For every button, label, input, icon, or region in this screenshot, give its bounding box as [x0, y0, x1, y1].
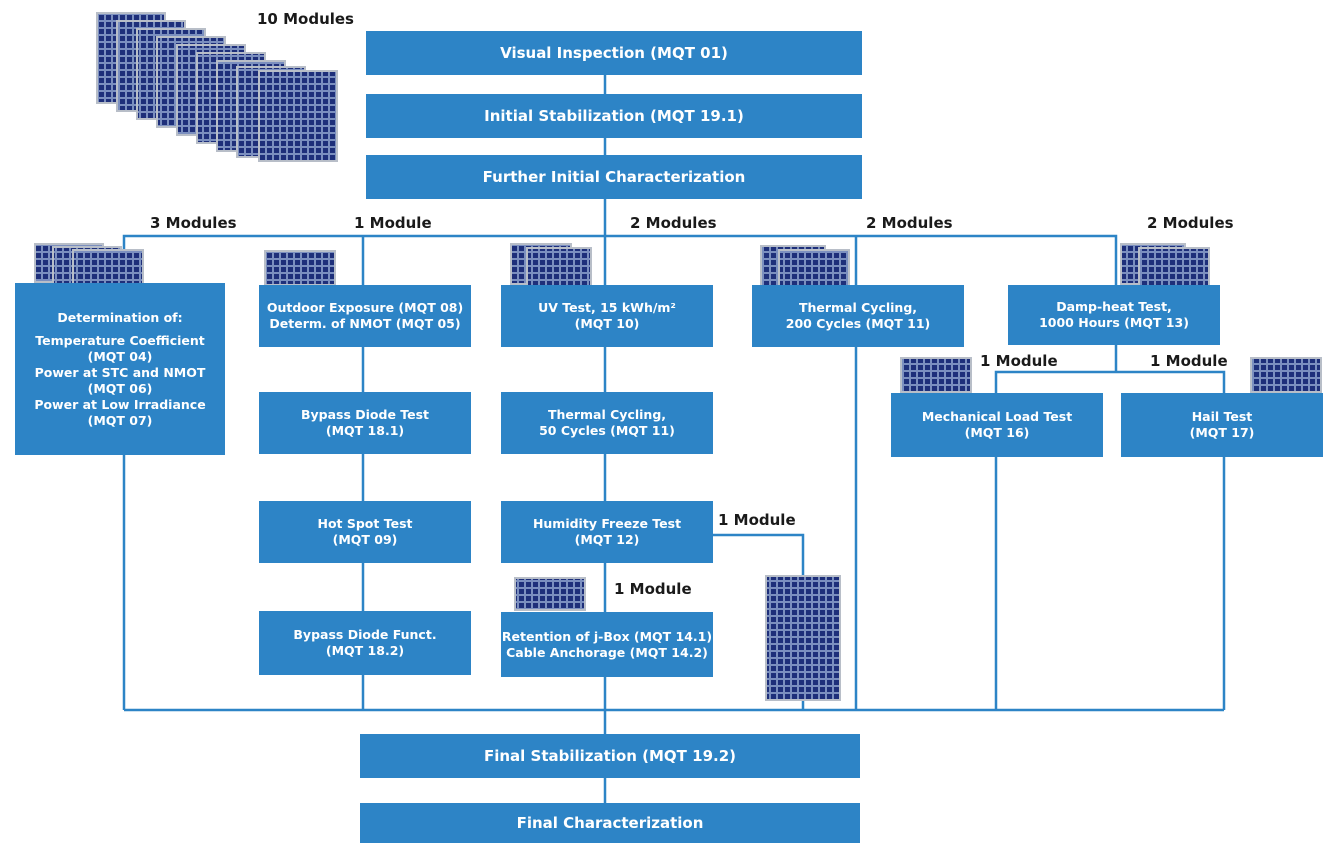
visual-inspection-box: Visual Inspection (MQT 01)	[366, 31, 862, 75]
b4-module-count: 2 Modules	[866, 214, 953, 232]
side-module-count: 1 Module	[718, 511, 796, 529]
further-initial-characterization-label: Further Initial Characterization	[482, 167, 746, 186]
mech-module-count: 1 Module	[980, 352, 1058, 370]
solar-panel-icon-b4	[760, 245, 850, 291]
final-stabilization-label: Final Stabilization (MQT 19.2)	[483, 746, 737, 765]
uv-test-line2: (MQT 10)	[574, 316, 640, 331]
determination-heading: Determination of:	[57, 309, 183, 325]
hot-spot-test-line2: (MQT 09)	[332, 532, 398, 547]
damp-heat-box: Damp-heat Test, 1000 Hours (MQT 13)	[1008, 285, 1220, 345]
hot-spot-test-box: Hot Spot Test (MQT 09)	[259, 501, 471, 563]
retention-module-count: 1 Module	[614, 580, 692, 598]
solar-panel-icon-side	[765, 575, 841, 701]
determination-item-3-code: (MQT 07)	[87, 412, 153, 428]
final-characterization-box: Final Characterization	[360, 803, 860, 843]
b2-module-count: 1 Module	[354, 214, 432, 232]
bypass-diode-test-line1: Bypass Diode Test	[300, 407, 430, 422]
final-characterization-label: Final Characterization	[516, 813, 704, 832]
uv-test-line1: UV Test, 15 kWh/m²	[538, 300, 676, 315]
bypass-diode-funct-line1: Bypass Diode Funct.	[293, 627, 437, 642]
solar-panel-icon-retention	[514, 577, 586, 611]
outdoor-exposure-line1: Outdoor Exposure (MQT 08)	[266, 300, 464, 315]
thermal-cycling-200-box: Thermal Cycling, 200 Cycles (MQT 11)	[752, 285, 964, 347]
determination-item-1: Temperature Coefficient	[35, 332, 205, 348]
b1-module-count: 3 Modules	[150, 214, 237, 232]
solar-panel-icon-b5	[1120, 243, 1210, 289]
retention-jbox-line2: Cable Anchorage (MQT 14.2)	[506, 644, 708, 660]
thermal-cycling-50-line2: 50 Cycles (MQT 11)	[539, 423, 675, 438]
mechanical-load-box: Mechanical Load Test (MQT 16)	[891, 393, 1103, 457]
mechanical-load-line2: (MQT 16)	[964, 425, 1030, 440]
bypass-diode-funct-box: Bypass Diode Funct. (MQT 18.2)	[259, 611, 471, 675]
humidity-freeze-line1: Humidity Freeze Test	[532, 516, 682, 531]
solar-panel-icon-b3	[510, 243, 592, 289]
hail-module-count: 1 Module	[1150, 352, 1228, 370]
start-module-count: 10 Modules	[257, 10, 354, 28]
bypass-diode-test-box: Bypass Diode Test (MQT 18.1)	[259, 392, 471, 454]
retention-jbox-line1: Retention of j-Box (MQT 14.1)	[501, 628, 713, 644]
mechanical-load-line1: Mechanical Load Test	[921, 409, 1073, 424]
b5-sub-split-line	[994, 370, 1226, 393]
determination-item-3: Power at Low Irradiance	[34, 396, 206, 412]
thermal-cycling-50-box: Thermal Cycling, 50 Cycles (MQT 11)	[501, 392, 713, 454]
b5-module-count: 2 Modules	[1147, 214, 1234, 232]
solar-panel-icon-mech	[900, 357, 972, 393]
determination-item-2: Power at STC and NMOT	[34, 364, 206, 380]
hail-test-line2: (MQT 17)	[1189, 425, 1255, 440]
final-stabilization-box: Final Stabilization (MQT 19.2)	[360, 734, 860, 778]
retention-jbox-box: Retention of j-Box (MQT 14.1) Cable Anch…	[501, 612, 713, 677]
thermal-cycling-200-line2: 200 Cycles (MQT 11)	[785, 316, 931, 331]
further-initial-characterization-box: Further Initial Characterization	[366, 155, 862, 199]
outdoor-exposure-box: Outdoor Exposure (MQT 08) Determ. of NMO…	[259, 285, 471, 347]
determination-item-2-code: (MQT 06)	[87, 380, 153, 396]
solar-panel-icon-b2	[264, 250, 336, 286]
solar-panel-icon-b1	[34, 243, 144, 289]
bypass-diode-test-line2: (MQT 18.1)	[325, 423, 405, 438]
hail-test-box: Hail Test (MQT 17)	[1121, 393, 1323, 457]
outdoor-exposure-line2: Determ. of NMOT (MQT 05)	[269, 316, 461, 331]
solar-panel-icon-hail	[1250, 357, 1322, 393]
damp-heat-line1: Damp-heat Test,	[1056, 299, 1172, 314]
humidity-freeze-line2: (MQT 12)	[574, 532, 640, 547]
thermal-cycling-50-line1: Thermal Cycling,	[547, 407, 667, 422]
b3-module-count: 2 Modules	[630, 214, 717, 232]
determination-box: Determination of: Temperature Coefficien…	[15, 283, 225, 455]
uv-test-box: UV Test, 15 kWh/m² (MQT 10)	[501, 285, 713, 347]
humidity-freeze-box: Humidity Freeze Test (MQT 12)	[501, 501, 713, 563]
hot-spot-test-line1: Hot Spot Test	[317, 516, 413, 531]
solar-panel-icon-stack-10	[96, 12, 338, 162]
thermal-cycling-200-line1: Thermal Cycling,	[798, 300, 918, 315]
damp-heat-line2: 1000 Hours (MQT 13)	[1039, 315, 1189, 330]
bypass-diode-funct-line2: (MQT 18.2)	[325, 643, 405, 658]
visual-inspection-label: Visual Inspection (MQT 01)	[500, 43, 728, 62]
initial-stabilization-label: Initial Stabilization (MQT 19.1)	[484, 106, 744, 125]
determination-item-1-code: (MQT 04)	[87, 348, 153, 364]
initial-stabilization-box: Initial Stabilization (MQT 19.1)	[366, 94, 862, 138]
hail-test-line1: Hail Test	[1191, 409, 1253, 424]
